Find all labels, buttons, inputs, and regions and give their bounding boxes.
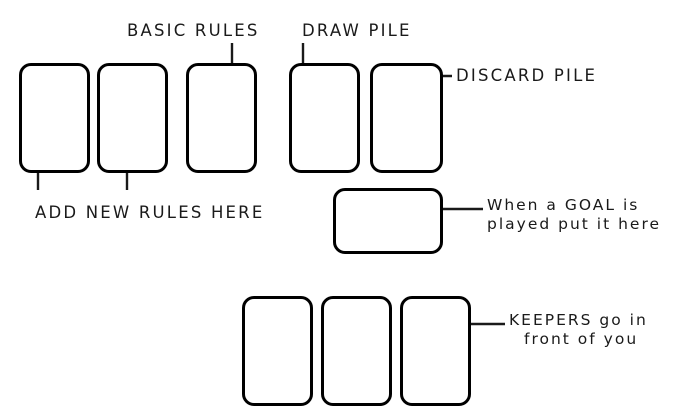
label-draw-pile: DRAW PILE (302, 21, 412, 40)
card-slot-rule-2[interactable] (97, 63, 168, 173)
card-slot-keeper-3[interactable] (400, 296, 471, 406)
label-goal-line-1: When a GOAL is (487, 196, 640, 214)
card-slot-basic-rules[interactable] (186, 63, 257, 173)
label-keepers-line-2: front of you (524, 330, 639, 348)
label-keepers-line-1: KEEPERS go in (509, 311, 648, 329)
card-slot-keeper-2[interactable] (321, 296, 392, 406)
card-slot-goal[interactable] (333, 188, 443, 254)
card-slot-keeper-1[interactable] (242, 296, 313, 406)
card-slot-draw-pile[interactable] (289, 63, 360, 173)
label-basic-rules: BASIC RULES (127, 21, 260, 40)
label-add-new-rules-here: ADD NEW RULES HERE (35, 203, 265, 222)
card-slot-rule-1[interactable] (19, 63, 90, 173)
card-slot-discard-pile[interactable] (370, 63, 443, 173)
label-discard-pile: DISCARD PILE (456, 66, 598, 85)
label-goal-line-2: played put it here (487, 215, 662, 233)
